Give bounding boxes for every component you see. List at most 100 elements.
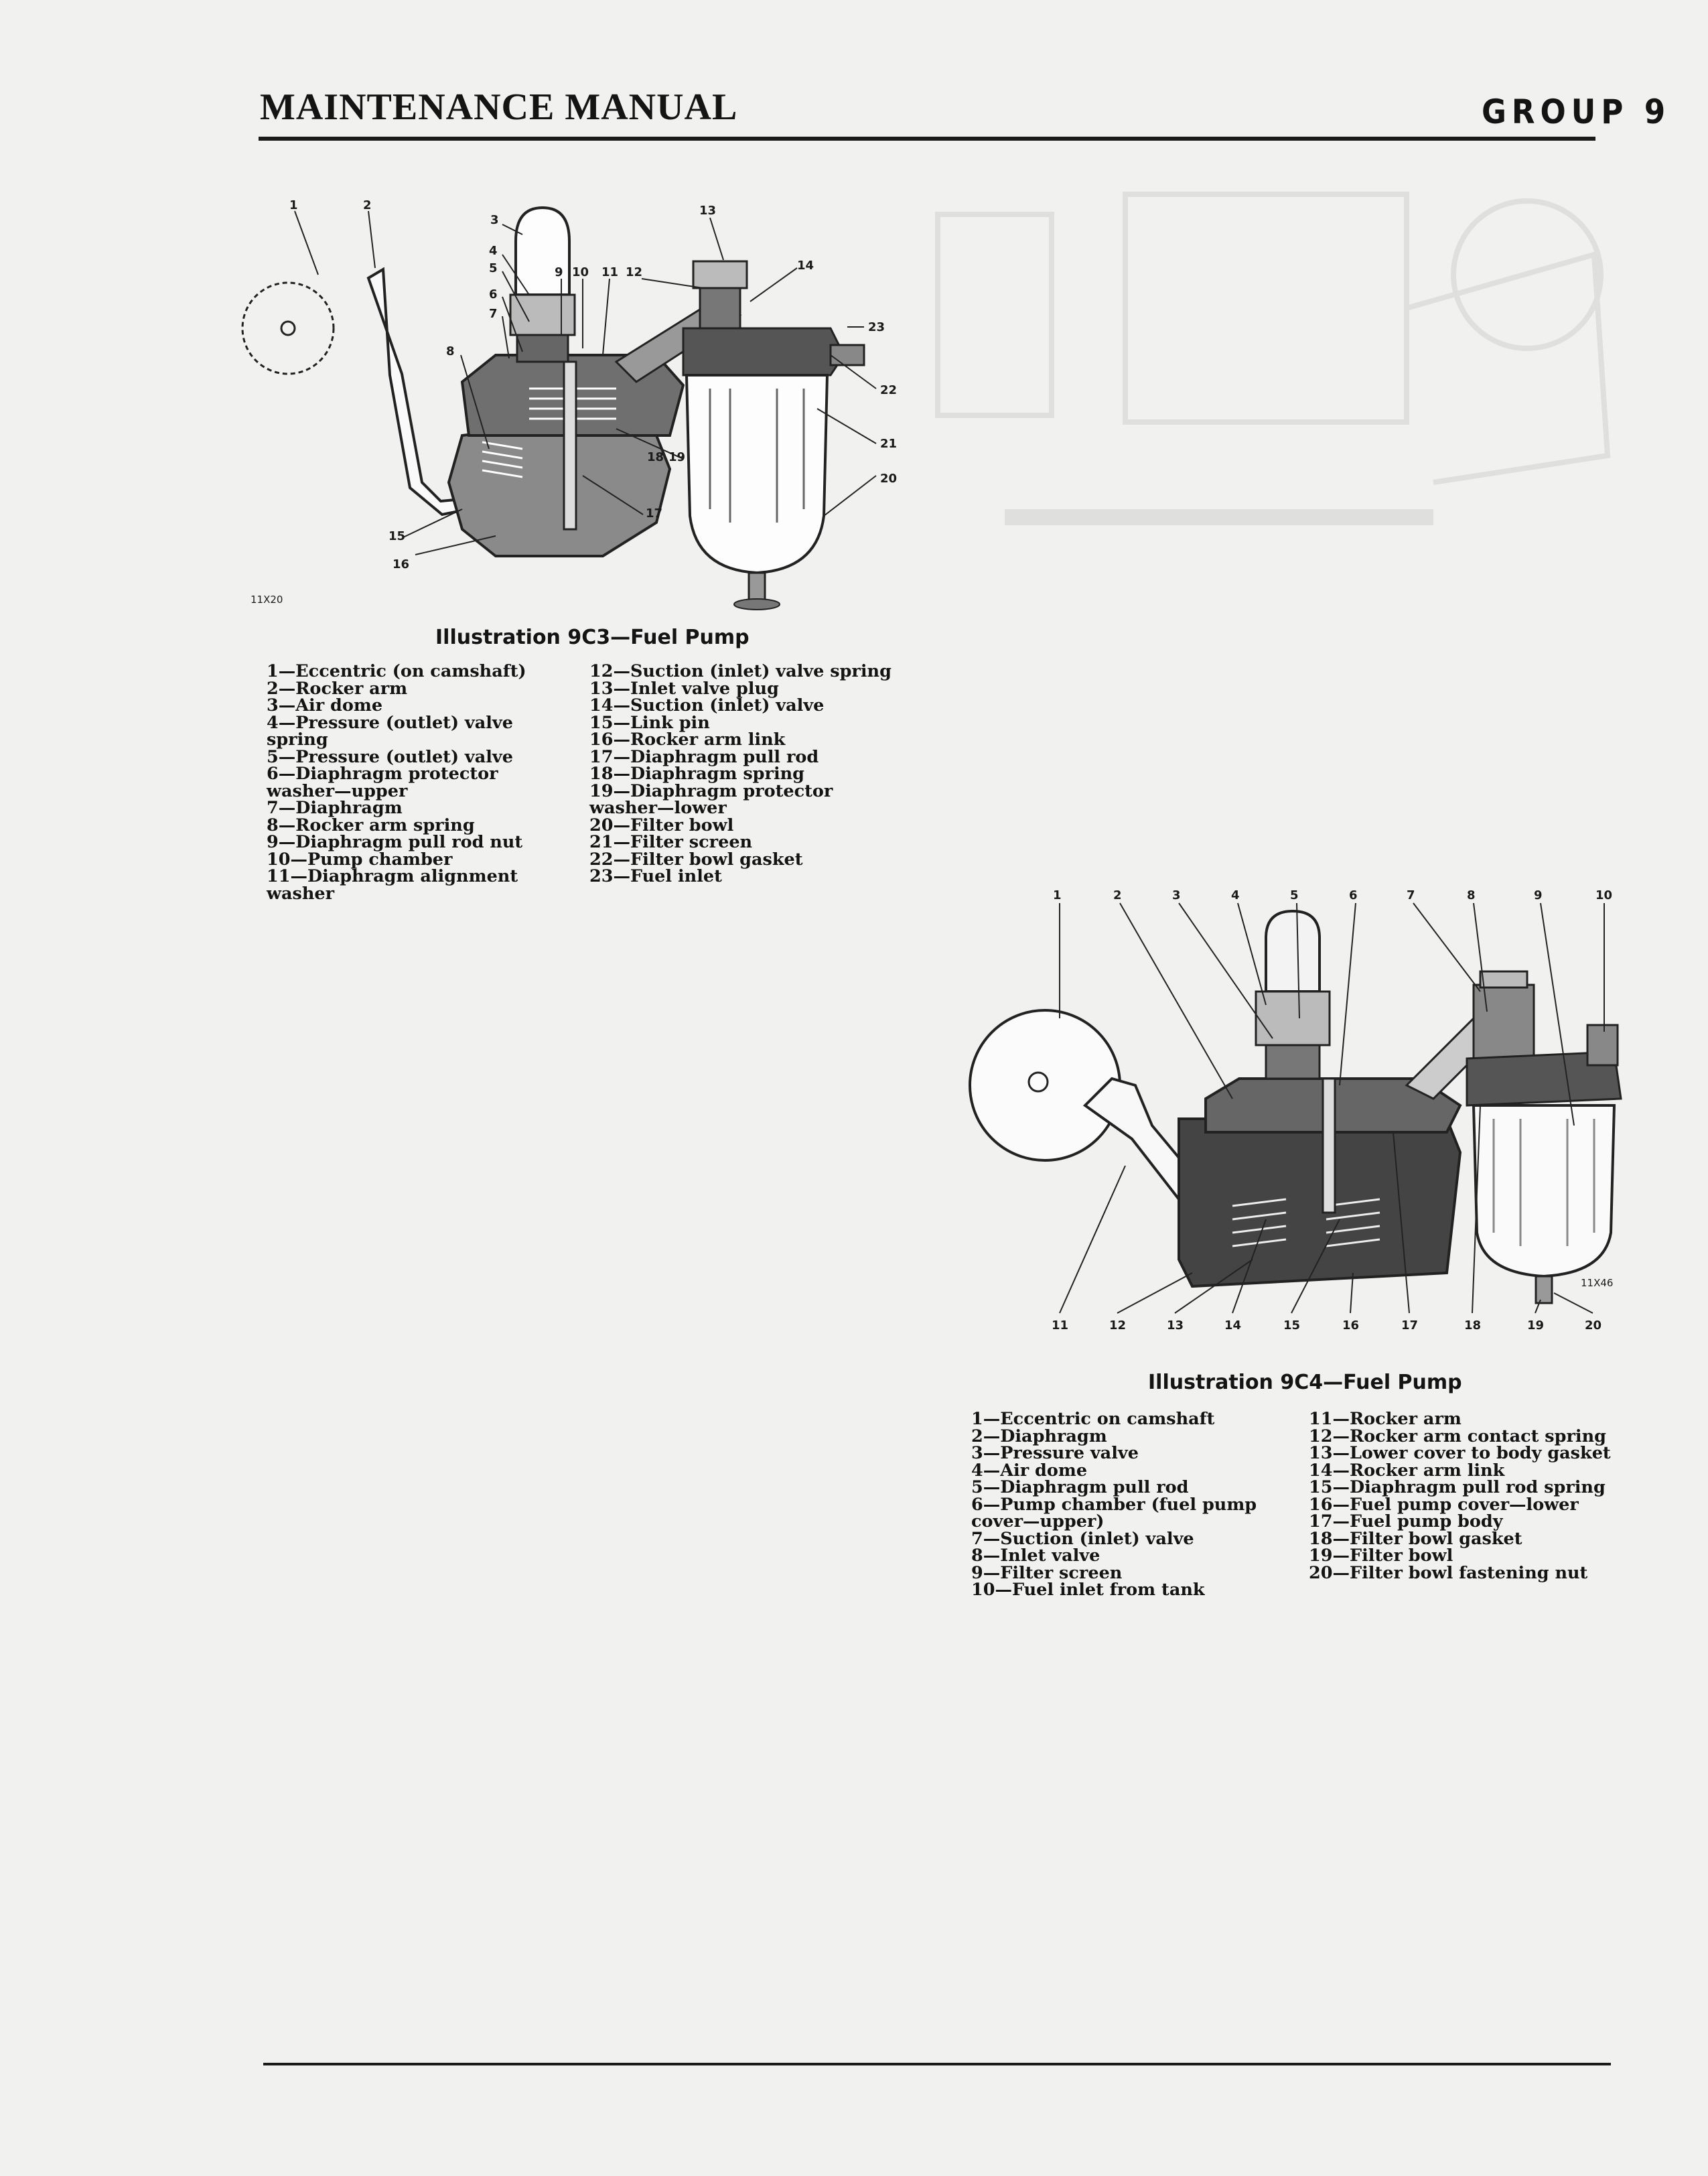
callout-15: 15 bbox=[388, 529, 405, 543]
callout-2: 2 bbox=[1113, 888, 1122, 902]
callout-19: 19 bbox=[1527, 1318, 1544, 1333]
callout-4: 4 bbox=[1231, 888, 1240, 902]
callout-16: 16 bbox=[393, 557, 409, 571]
callout-10: 10 bbox=[1595, 888, 1612, 902]
callout-11: 11 bbox=[1052, 1318, 1068, 1333]
callout-13: 13 bbox=[699, 204, 716, 218]
footer-rule bbox=[263, 2063, 1611, 2065]
filter-bowl bbox=[685, 374, 829, 575]
legend-item: 9—Diaphragm pull rod nut bbox=[267, 832, 523, 852]
legend-item: 11—Diaphragm alignment washer bbox=[267, 866, 518, 904]
filter-bowl-head bbox=[682, 327, 845, 377]
callout-6: 6 bbox=[489, 287, 498, 301]
legend-item: 15—Link pin bbox=[589, 712, 710, 733]
callout-11: 11 bbox=[601, 265, 618, 279]
air-dome bbox=[509, 206, 576, 363]
legend-item: 1—Eccentric on camshaft bbox=[971, 1409, 1215, 1429]
callout-12: 12 bbox=[1109, 1318, 1126, 1333]
callout-14: 14 bbox=[797, 259, 814, 273]
callout-labels-top: 1 2 3 4 5 6 7 8 9 10 bbox=[1053, 888, 1612, 902]
manual-title: MAINTENANCE MANUAL bbox=[260, 86, 738, 128]
callout-20: 20 bbox=[880, 472, 897, 486]
fuel-pump-9c3-illustration: 1 2 3 4 5 6 7 8 9 10 11 12 13 14 15 16 1… bbox=[241, 198, 897, 610]
callout-18: 18 bbox=[647, 450, 664, 464]
legend-item: 1—Eccentric (on camshaft) bbox=[267, 661, 526, 681]
legend-item: 16—Fuel pump cover—lower bbox=[1309, 1494, 1579, 1515]
bowl-bail-nut bbox=[748, 571, 766, 604]
callout-1: 1 bbox=[1053, 888, 1062, 902]
inlet-valve-housing bbox=[1472, 983, 1535, 1060]
legend-item: 18—Filter bowl gasket bbox=[1309, 1528, 1522, 1549]
fuel-inlet-fitting bbox=[829, 344, 865, 366]
callout-15: 15 bbox=[1283, 1318, 1300, 1333]
legend-item: 16—Rocker arm link bbox=[589, 730, 786, 750]
legend-item: 6—Pump chamber (fuel pump cover—upper) bbox=[971, 1494, 1257, 1532]
legend-item: 7—Suction (inlet) valve bbox=[971, 1528, 1194, 1549]
legend-item: 5—Diaphragm pull rod bbox=[971, 1477, 1189, 1497]
legend-item: 14—Rocker arm link bbox=[1309, 1460, 1505, 1481]
legend-item: 14—Suction (inlet) valve bbox=[589, 695, 825, 716]
legend-item: 17—Fuel pump body bbox=[1309, 1511, 1503, 1532]
callout-7: 7 bbox=[489, 307, 498, 321]
figure-code-9c3: 11X20 bbox=[251, 594, 283, 606]
fuel-inlet-fitting bbox=[1586, 1024, 1619, 1067]
legend-item: 4—Air dome bbox=[971, 1460, 1088, 1481]
legend-item: 10—Pump chamber bbox=[267, 849, 453, 870]
callout-5: 5 bbox=[1290, 888, 1299, 902]
callout-21: 21 bbox=[880, 437, 897, 451]
eccentric-cam bbox=[969, 1009, 1121, 1162]
callout-22: 22 bbox=[880, 383, 897, 397]
callout-19: 19 bbox=[668, 450, 685, 464]
filter-screen bbox=[709, 389, 805, 523]
callout-17: 17 bbox=[646, 506, 662, 521]
callout-4: 4 bbox=[489, 244, 498, 258]
callout-18: 18 bbox=[1464, 1318, 1481, 1333]
group-label: GROUP 9 bbox=[1482, 92, 1671, 131]
legend-item: 17—Diaphragm pull rod bbox=[589, 746, 819, 767]
legend-item: 6—Diaphragm protector washer—upper bbox=[267, 764, 498, 801]
legend-item: 2—Rocker arm bbox=[267, 678, 408, 699]
pull-rod bbox=[1322, 1077, 1336, 1214]
rocker-spring bbox=[482, 441, 523, 478]
callout-12: 12 bbox=[626, 265, 642, 279]
callout-3: 3 bbox=[1172, 888, 1181, 902]
fuel-pump-9c4-illustration: 1 2 3 4 5 6 7 8 9 10 11 12 13 14 15 16 1… bbox=[969, 888, 1622, 1333]
callout-23: 23 bbox=[868, 320, 885, 334]
bowl-bail-nut bbox=[1535, 1275, 1553, 1304]
callout-8: 8 bbox=[1467, 888, 1476, 902]
legend-item: 4—Pressure (outlet) valve spring bbox=[267, 712, 513, 750]
inlet-valve-plug bbox=[692, 260, 748, 289]
eccentric-cam bbox=[241, 281, 335, 375]
callout-20: 20 bbox=[1585, 1318, 1602, 1333]
callout-16: 16 bbox=[1342, 1318, 1359, 1333]
callout-labels-bottom: 11 12 13 14 15 16 17 18 19 20 bbox=[1052, 1318, 1602, 1333]
callout-13: 13 bbox=[1167, 1318, 1184, 1333]
air-dome bbox=[1255, 909, 1331, 1080]
legend-item: 8—Inlet valve bbox=[971, 1546, 1100, 1566]
header-rule bbox=[259, 137, 1595, 141]
legend-item: 11—Rocker arm bbox=[1309, 1409, 1462, 1429]
legend-9c3-left: 1—Eccentric (on camshaft) 2—Rocker arm 3… bbox=[267, 663, 535, 902]
legend-item: 12—Rocker arm contact spring bbox=[1309, 1426, 1606, 1446]
legend-item: 13—Lower cover to body gasket bbox=[1309, 1443, 1611, 1463]
callout-14: 14 bbox=[1224, 1318, 1241, 1333]
figure-code-9c4: 11X46 bbox=[1581, 1277, 1613, 1289]
pump-lower-body bbox=[1178, 1117, 1462, 1288]
callout-7: 7 bbox=[1407, 888, 1415, 902]
callout-9: 9 bbox=[1534, 888, 1543, 902]
callout-labels: 1 2 3 4 5 6 7 8 9 10 11 12 13 14 15 16 1… bbox=[289, 198, 897, 571]
legend-9c3-right: 12—Suction (inlet) valve spring 13—Inlet… bbox=[589, 663, 904, 886]
callout-3: 3 bbox=[490, 213, 499, 227]
callout-8: 8 bbox=[446, 344, 455, 358]
filter-bowl-head bbox=[1466, 1050, 1622, 1107]
caption-9c3: Illustration 9C3—Fuel Pump bbox=[435, 626, 750, 649]
legend-item: 5—Pressure (outlet) valve bbox=[267, 746, 513, 767]
legend-item: 2—Diaphragm bbox=[971, 1426, 1107, 1446]
legend-item: 22—Filter bowl gasket bbox=[589, 849, 803, 870]
callout-5: 5 bbox=[489, 261, 498, 275]
legend-item: 3—Air dome bbox=[267, 695, 383, 716]
legend-item: 12—Suction (inlet) valve spring bbox=[589, 661, 892, 681]
legend-item: 18—Diaphragm spring bbox=[589, 764, 805, 784]
legend-item: 20—Filter bowl fastening nut bbox=[1309, 1562, 1588, 1583]
callout-10: 10 bbox=[572, 265, 589, 279]
